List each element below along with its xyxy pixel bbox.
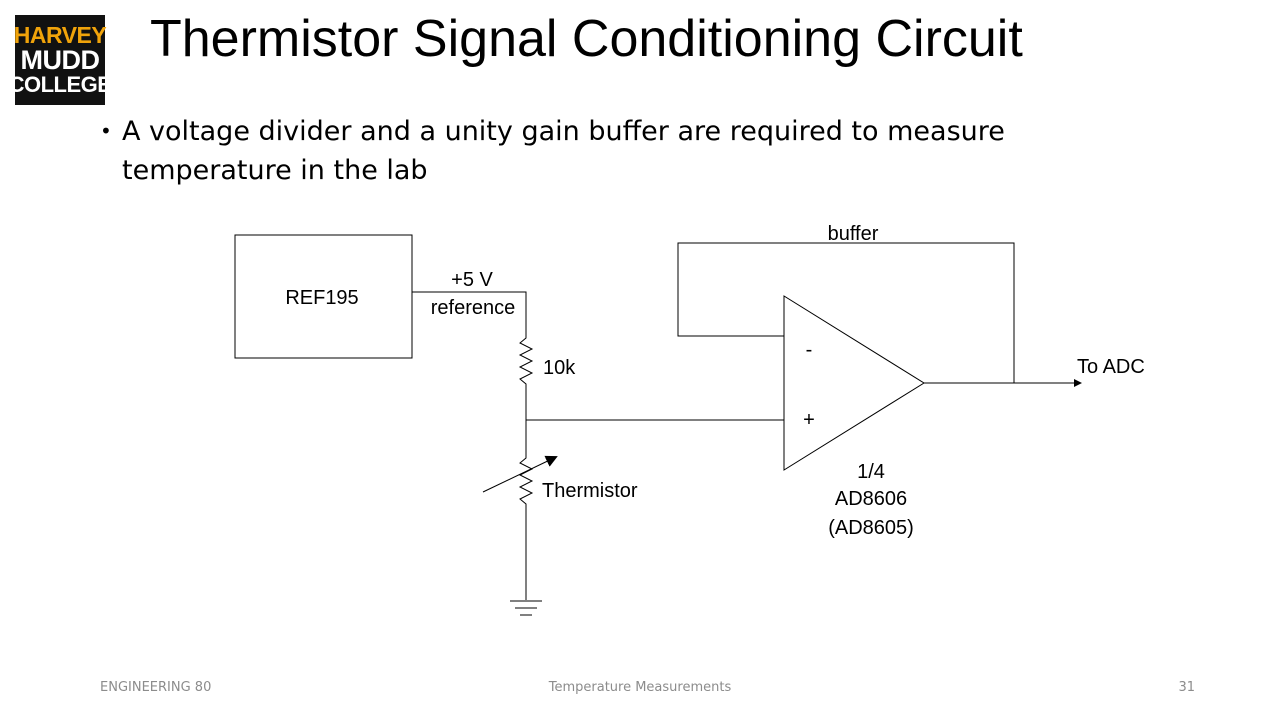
footer-course: ENGINEERING 80 [100,680,212,695]
supply-voltage-label: +5 V [451,269,493,291]
college-logo: HARVEY MUDD COLLEGE [9,15,112,105]
opamp-part-line-3: (AD8605) [828,517,914,539]
logo-line-1: HARVEY [13,22,107,48]
thermistor [518,455,534,508]
opamp-plus-label: + [803,409,815,431]
feedback-wire [677,242,1015,383]
bullet-text: A voltage divider and a unity gain buffe… [122,116,1005,186]
bullet-item: • A voltage divider and a unity gain buf… [100,112,1180,190]
opamp-minus-label: - [806,339,813,361]
footer-page-number: 31 [1178,680,1195,695]
logo-line-3: COLLEGE [8,72,112,97]
supply-desc-label: reference [431,297,516,319]
thermistor-label: Thermistor [542,480,638,502]
opamp-part-line-2: AD8606 [835,488,907,510]
bullet-list: • A voltage divider and a unity gain buf… [100,112,1180,190]
resistor-10k [518,335,534,388]
opamp-triangle [783,295,925,471]
output-label: To ADC [1077,356,1145,378]
ref195-label: REF195 [285,287,358,309]
slide-title: Thermistor Signal Conditioning Circuit [150,10,1023,68]
thermistor-arrow-icon [482,455,558,493]
footer-topic: Temperature Measurements [548,680,732,695]
ground-icon [510,600,542,616]
opamp-part-line-1: 1/4 [857,461,885,483]
bullet-dot-icon: • [100,119,112,143]
reference-wire [412,291,527,335]
ref195-box [234,234,413,359]
resistor-label: 10k [543,357,576,379]
logo-line-2: MUDD [20,45,101,75]
feedback-label: buffer [828,223,879,245]
